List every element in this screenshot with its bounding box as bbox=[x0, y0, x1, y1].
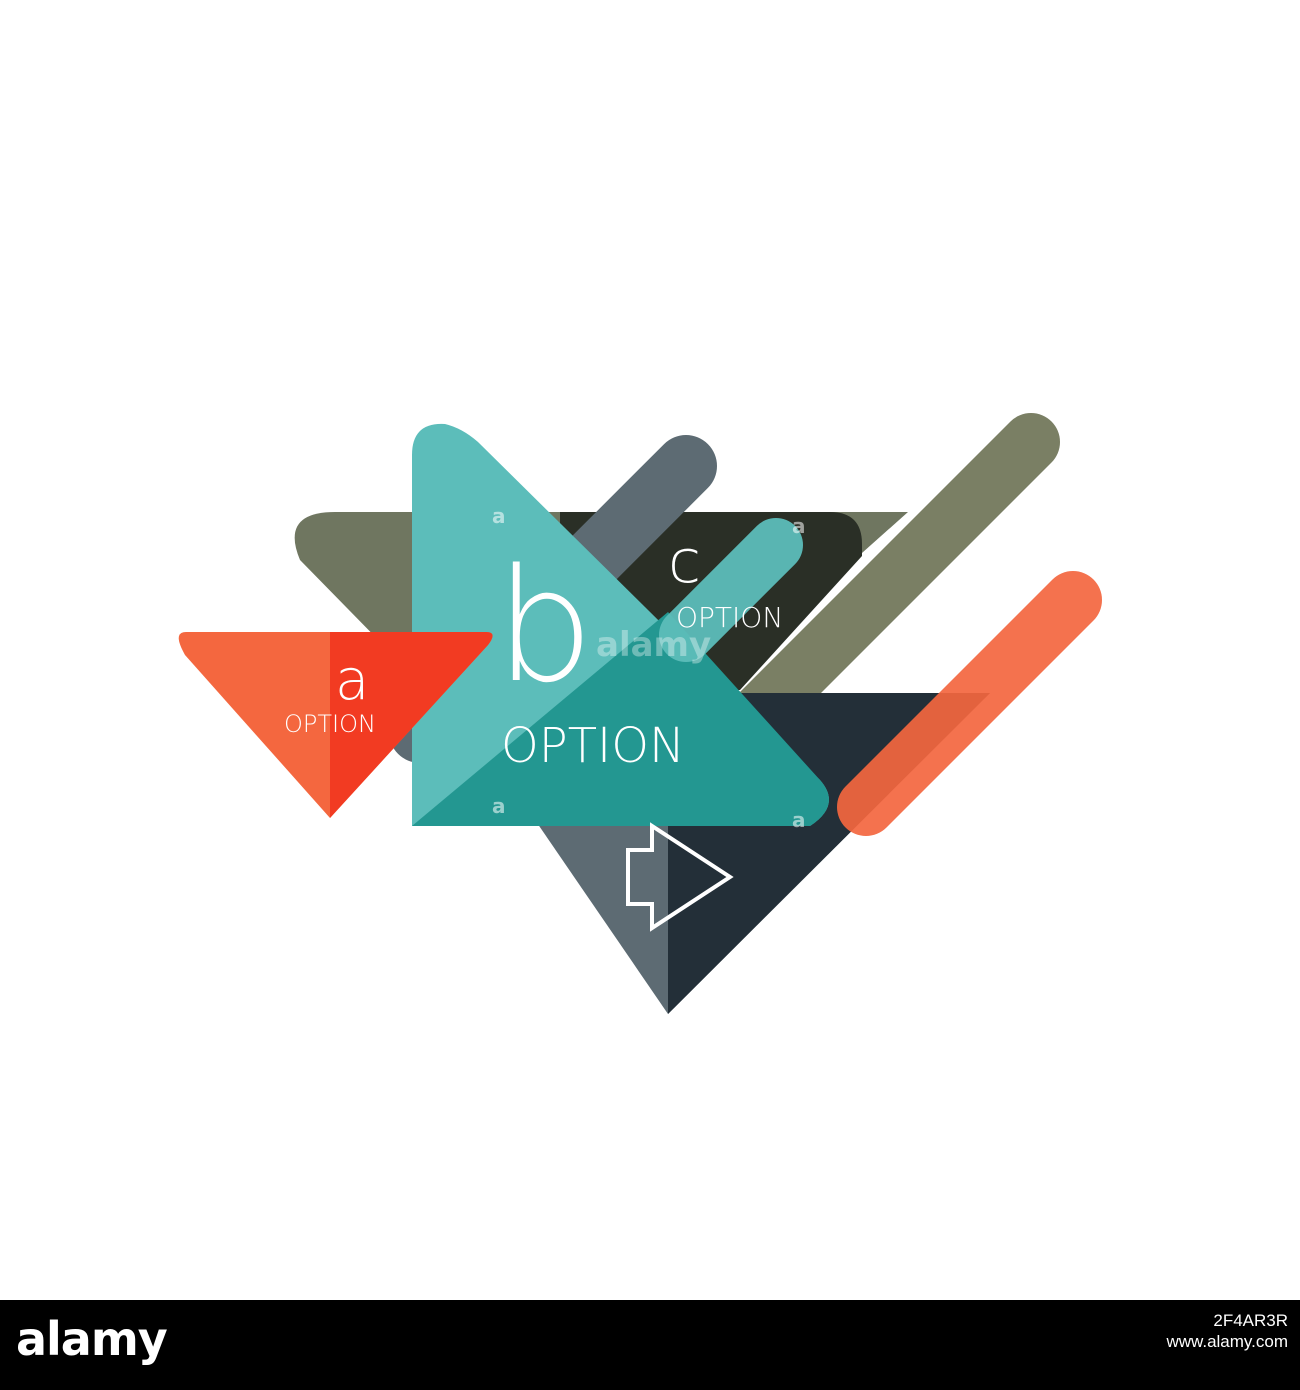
option-a-letter: a bbox=[335, 648, 370, 713]
option-b-letter: b bbox=[495, 535, 595, 717]
option-c-letter: c bbox=[668, 527, 701, 597]
image-id: 2F4AR3R bbox=[1213, 1311, 1288, 1330]
watermark-mark: a bbox=[492, 504, 506, 528]
geometric-shapes bbox=[178, 413, 1102, 1014]
option-c-label: OPTION bbox=[676, 601, 784, 634]
alamy-logo: alamy bbox=[16, 1312, 168, 1366]
site-url: www.alamy.com bbox=[1166, 1332, 1288, 1352]
dark-teal-lower-half-shape bbox=[412, 612, 829, 826]
watermark-mark: a bbox=[492, 794, 506, 818]
image-id-block: 2F4AR3R www.alamy.com bbox=[1166, 1310, 1288, 1353]
red-triangle-right-half-shape bbox=[330, 632, 493, 818]
watermark-mark: a bbox=[792, 808, 806, 832]
watermark-mark: a bbox=[792, 514, 806, 538]
option-a-label: OPTION bbox=[284, 710, 376, 738]
teal-small-bar-shape bbox=[659, 518, 803, 662]
stock-footer-bar: alamy 2F4AR3R www.alamy.com bbox=[0, 1300, 1300, 1390]
infographic-artwork: a a a a alamy a OPTION b OPTION c OPTION bbox=[178, 413, 1102, 1014]
watermark-word: alamy bbox=[596, 625, 712, 665]
option-b-label: OPTION bbox=[501, 718, 685, 774]
outline-arrow-right-icon bbox=[626, 822, 734, 932]
coral-diagonal-bar-shape bbox=[837, 571, 1102, 836]
